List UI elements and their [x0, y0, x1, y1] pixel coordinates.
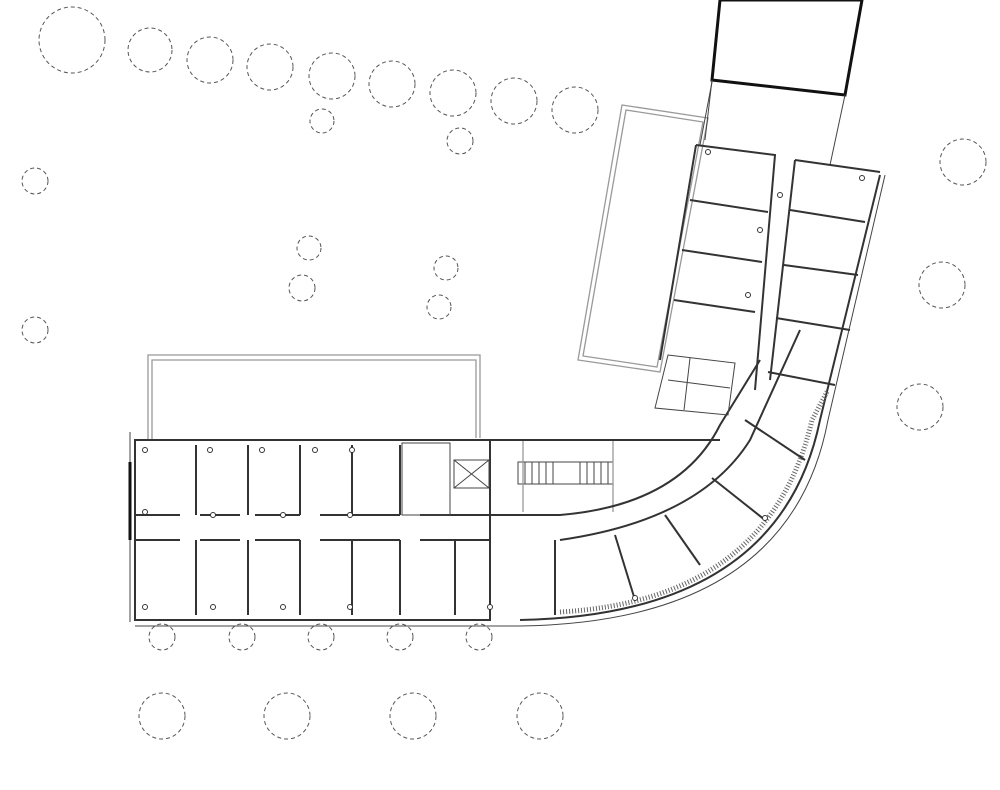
tree: [368, 60, 416, 108]
curve-room-wall: [664, 514, 701, 566]
north-wing-facade-top: [794, 159, 881, 173]
north-room-walls: [673, 199, 866, 386]
west-terrace-outline: [147, 354, 481, 440]
tree: [433, 255, 459, 281]
shading-band: [559, 388, 831, 615]
column: [757, 227, 763, 233]
tree: [246, 43, 294, 91]
column: [142, 509, 148, 515]
tree: [186, 36, 234, 84]
north-terrace-outline: [577, 104, 709, 373]
column: [142, 447, 148, 453]
column: [349, 447, 355, 453]
north-terrace-inner: [582, 109, 704, 368]
column: [762, 515, 768, 521]
tree: [21, 316, 49, 344]
tree: [309, 108, 335, 134]
column: [142, 604, 148, 610]
tree: [446, 127, 474, 155]
north-wing-west-wall: [695, 144, 777, 391]
stairs: [517, 440, 614, 512]
tree: [551, 86, 599, 134]
column: [745, 292, 751, 298]
west-terrace-inner: [151, 359, 477, 440]
curve-room-wall: [744, 419, 806, 461]
column: [207, 447, 213, 453]
column: [280, 604, 286, 610]
tree: [386, 623, 414, 651]
north-corridor-wall: [769, 159, 796, 381]
tree: [138, 692, 186, 740]
tree: [389, 692, 437, 740]
tree: [296, 235, 322, 261]
column: [280, 512, 286, 518]
trees: [21, 6, 987, 740]
tree: [228, 623, 256, 651]
entrance-wall: [829, 94, 846, 166]
north-wing-facade: [659, 144, 697, 361]
lobby-wall: [489, 514, 560, 620]
column: [347, 512, 353, 518]
column: [312, 447, 318, 453]
west-corridor-walls: [135, 445, 490, 615]
entrance-wall: [699, 81, 713, 146]
curve-room-wall: [711, 477, 766, 521]
tree: [896, 383, 944, 431]
tree: [307, 623, 335, 651]
column: [777, 192, 783, 198]
column: [210, 604, 216, 610]
column: [259, 447, 265, 453]
column: [487, 604, 493, 610]
tree: [288, 274, 316, 302]
north-toilet-core: [654, 354, 736, 416]
tree: [490, 77, 538, 125]
tree: [127, 27, 173, 73]
curve-outer-line: [519, 174, 886, 627]
curve-inner-wall: [559, 359, 761, 516]
west-wing: [134, 439, 491, 621]
toilet-core: [401, 442, 490, 516]
curve-outer-facade: [519, 174, 881, 621]
tree: [38, 6, 106, 74]
tree: [465, 623, 493, 651]
tree: [308, 52, 356, 100]
tree: [263, 692, 311, 740]
north-annex: [710, 0, 864, 97]
tree: [429, 69, 477, 117]
column: [859, 175, 865, 181]
tree: [148, 623, 176, 651]
column: [632, 595, 638, 601]
curve-corridor-wall: [559, 329, 801, 541]
column: [705, 149, 711, 155]
tree: [939, 138, 987, 186]
tree: [21, 167, 49, 195]
column: [347, 604, 353, 610]
curve-room-wall: [614, 534, 636, 601]
column: [210, 512, 216, 518]
columns: [142, 149, 865, 610]
tree: [516, 692, 564, 740]
tree: [918, 261, 966, 309]
tree: [426, 294, 452, 320]
